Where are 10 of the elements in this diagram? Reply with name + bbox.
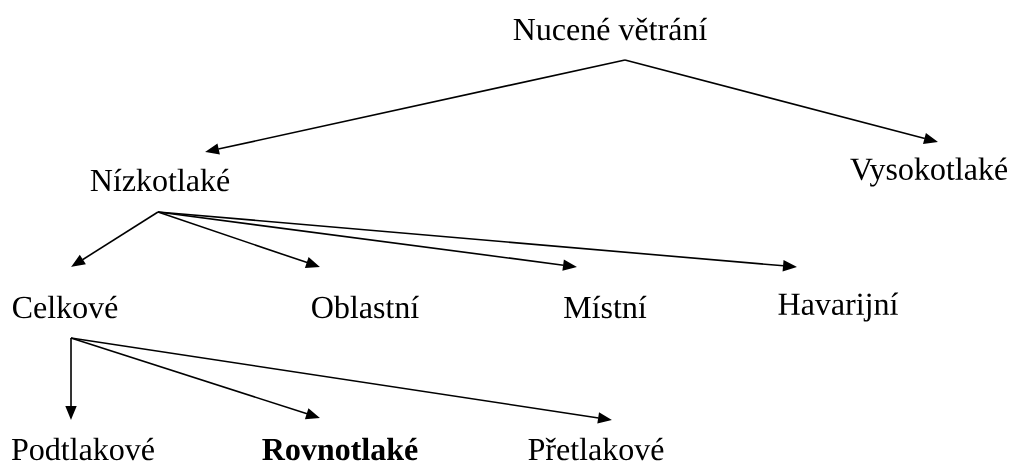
node-label: Nízkotlaké (90, 168, 230, 192)
node-label: Oblastní (312, 295, 419, 319)
node-label: Přetlakové (528, 437, 664, 461)
node-label: Podtlakové (11, 437, 154, 461)
node-label: Místní (564, 295, 647, 319)
node-label: Havarijní (778, 292, 899, 322)
node-label: Vysokotlaké (850, 157, 1007, 187)
node-label: Nucené větrání (513, 17, 707, 41)
node-label: Celkové (13, 295, 118, 319)
node-label: Rovnotlaké (262, 437, 418, 461)
